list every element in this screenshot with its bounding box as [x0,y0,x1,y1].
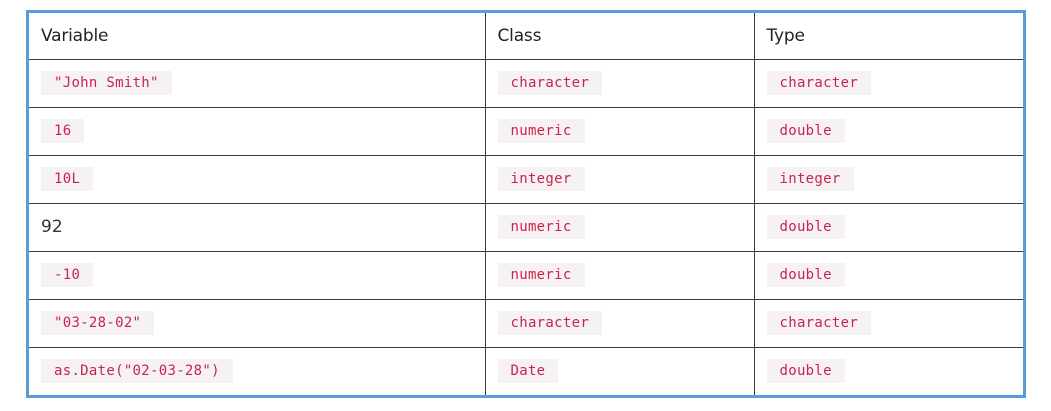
variable-cell: 92 [29,202,486,252]
variable-code: 10L [41,167,94,191]
type-cell: double [753,346,1023,395]
class-code: Date [497,359,559,384]
class-cell: character [484,298,755,348]
variable-code: as.Date("02-03-28") [41,359,233,384]
header-type: Type [753,13,1023,60]
table-row: as.Date("02-03-28") Date double [29,346,1023,395]
header-variable: Variable [29,13,486,60]
header-class: Class [484,13,755,60]
class-cell: numeric [484,202,755,252]
data-table-frame: Variable Class Type "John Smith" charact… [26,10,1026,398]
variable-code: -10 [41,263,94,287]
type-cell: double [753,106,1023,156]
variable-cell: -10 [29,250,486,300]
type-code: double [766,119,845,143]
variable-code: "03-28-02" [41,311,155,335]
type-code: double [766,215,845,239]
table-row: 92 numeric double [29,202,1023,252]
variable-cell: 16 [29,106,486,156]
variable-code: "John Smith" [41,71,172,95]
variable-cell: 10L [29,154,486,204]
variable-class-type-table: Variable Class Type "John Smith" charact… [29,13,1023,395]
class-code: numeric [497,215,585,239]
type-cell: character [753,58,1023,108]
type-code: double [766,359,845,384]
class-cell: numeric [484,106,755,156]
variable-cell: "03-28-02" [29,298,486,348]
type-cell: integer [753,154,1023,204]
table-row: 10L integer integer [29,154,1023,204]
class-code: character [497,71,603,95]
class-code: character [497,311,603,335]
table-row: "03-28-02" character character [29,298,1023,348]
table-row: 16 numeric double [29,106,1023,156]
table-row: -10 numeric double [29,250,1023,300]
variable-plain-text: 92 [41,217,63,237]
type-code: double [766,263,845,287]
type-cell: character [753,298,1023,348]
type-code: character [766,311,872,335]
type-code: integer [766,167,854,191]
variable-cell: as.Date("02-03-28") [29,346,486,395]
type-cell: double [753,250,1023,300]
class-code: numeric [497,119,585,143]
class-code: numeric [497,263,585,287]
variable-cell: "John Smith" [29,58,486,108]
class-cell: character [484,58,755,108]
type-cell: double [753,202,1023,252]
class-code: integer [497,167,585,191]
class-cell: integer [484,154,755,204]
class-cell: Date [484,346,755,395]
variable-code: 16 [41,119,85,143]
type-code: character [766,71,872,95]
class-cell: numeric [484,250,755,300]
table-row: "John Smith" character character [29,58,1023,108]
table-header-row: Variable Class Type [29,13,1023,60]
